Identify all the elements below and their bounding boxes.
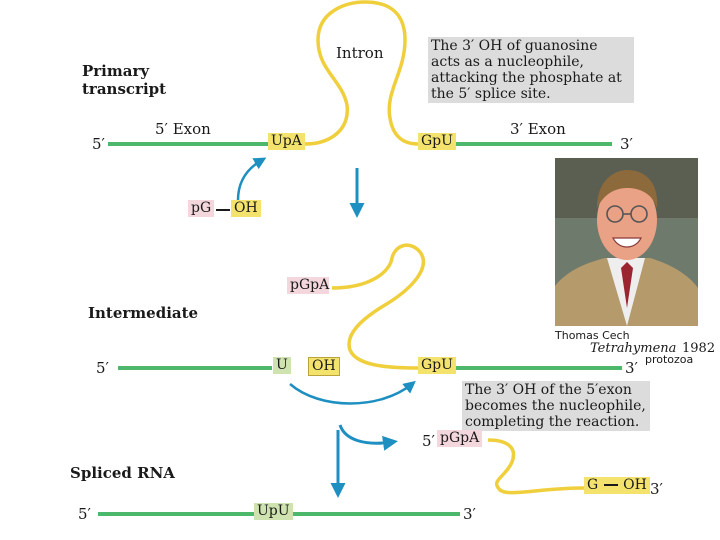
exon5-label: 5′ Exon xyxy=(155,120,211,138)
intermediate-note-line2: becomes the nucleophile, xyxy=(465,398,646,414)
intermediate-five-prime-label: 5′ xyxy=(96,359,109,377)
release-arrow xyxy=(338,424,398,451)
released-five-prime-label: 5′ xyxy=(422,432,435,450)
intron-strand-intermediate xyxy=(331,243,426,370)
thomas-cech-photo xyxy=(555,158,698,326)
released-g-oh-bond xyxy=(603,484,618,486)
intermediate-note: The 3′ OH of the 5′exon becomes the nucl… xyxy=(462,381,650,431)
spliced-five-prime-label: 5′ xyxy=(78,505,91,523)
primary-note-line4: the 5′ splice site. xyxy=(431,86,551,102)
oh-guanosine-box: OH xyxy=(231,200,261,217)
primary-three-prime-label: 3′ xyxy=(620,135,633,153)
upa-splice-site-box: UpA xyxy=(268,133,305,150)
intermediate-pg-box: pGpA xyxy=(287,277,330,294)
released-three-prime-label: 3′ xyxy=(650,480,663,498)
pg-guanosine-box: pG xyxy=(188,200,215,217)
primary-note: The 3′ OH of guanosine acts as a nucleop… xyxy=(428,37,634,103)
spliced-rna-title: Spliced RNA xyxy=(70,464,175,482)
photo-caption-type: protozoa xyxy=(645,353,694,366)
released-g-oh-box: G OH xyxy=(584,477,650,494)
guanosine-attack-arrow xyxy=(236,157,267,201)
photo-caption-name: Thomas Cech xyxy=(555,329,630,342)
upu-junction-box: UpU xyxy=(254,503,293,520)
primary-note-line1: The 3′ OH of guanosine xyxy=(431,38,598,54)
exon3-label: 3′ Exon xyxy=(510,120,566,138)
intermediate-oh-box: OH xyxy=(308,357,340,376)
primary-note-line2: acts as a nucleophile, xyxy=(431,54,584,70)
released-intron-strand xyxy=(487,438,585,495)
exon-attack-arrow xyxy=(289,380,416,405)
intermediate-note-line3: completing the reaction. xyxy=(465,414,640,430)
intermediate-note-line1: The 3′ OH of the 5′exon xyxy=(465,382,632,398)
spliced-three-prime-label: 3′ xyxy=(463,505,476,523)
released-g-text: G xyxy=(587,477,599,493)
photo-caption-organism: Tetrahymena xyxy=(590,341,677,356)
photo-caption-year: 1982 xyxy=(682,341,716,356)
pg-oh-bond xyxy=(216,209,230,211)
intermediate-u-box: U xyxy=(273,357,291,374)
primary-transcript-title-line2: transcript xyxy=(82,80,167,98)
primary-five-prime-label: 5′ xyxy=(92,135,105,153)
intermediate-pgpa-text: pGpA xyxy=(290,277,330,293)
primary-note-line3: attacking the phosphate at xyxy=(431,70,622,86)
released-pgpa-box: pGpA xyxy=(437,430,483,447)
released-oh-text: OH xyxy=(623,477,647,493)
intron-label: Intron xyxy=(336,44,384,62)
intermediate-title: Intermediate xyxy=(88,304,199,322)
gpu-splice-site-box: GpU xyxy=(418,133,456,150)
primary-transcript-title-line1: Primary xyxy=(82,62,150,80)
intron-loop-primary xyxy=(304,0,419,146)
intermediate-gpu-box: GpU xyxy=(418,357,456,374)
intermediate-three-prime-label: 3′ xyxy=(625,359,638,377)
